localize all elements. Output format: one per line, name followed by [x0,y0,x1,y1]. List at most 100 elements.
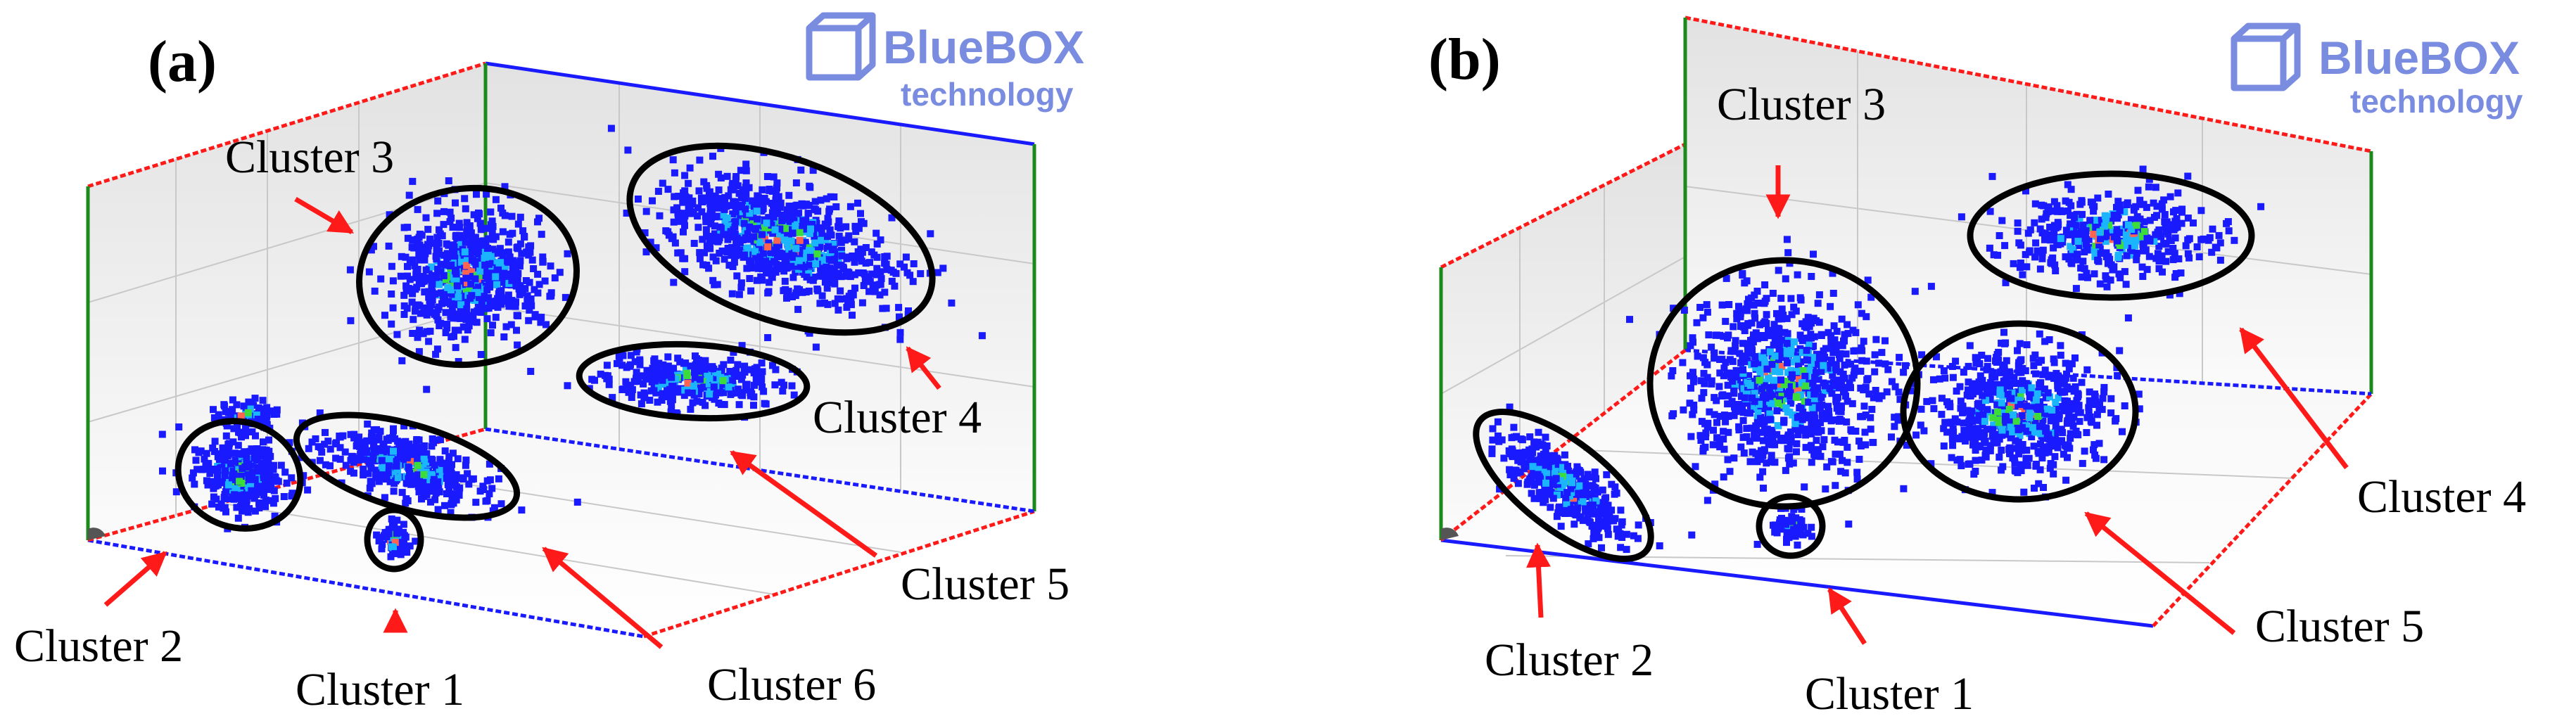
density-point [1827,302,1834,310]
density-point [444,474,452,482]
density-point [721,205,728,213]
density-point [2059,429,2067,436]
density-point [857,210,864,217]
density-point [412,307,419,315]
density-point [435,303,443,311]
density-point [747,257,755,265]
density-point [400,422,408,430]
density-point [888,277,896,285]
density-point [809,167,817,174]
density-point [253,467,261,475]
density-point [1731,347,1739,355]
density-point [357,451,364,459]
density-point [1820,436,1828,444]
density-point [1860,338,1867,345]
density-point [1836,368,1844,376]
density-point [1779,347,1787,355]
density-point [1779,312,1787,319]
density-point [1708,343,1715,351]
density-point [1739,269,1746,277]
density-point [1842,350,1850,358]
density-point [2057,235,2064,243]
density-point [823,263,830,271]
panel-a-letter: (a) [148,29,217,94]
density-point [1770,341,1777,349]
density-point [2053,202,2061,210]
density-point [764,243,772,250]
density-point [246,464,253,471]
density-point [751,198,759,205]
density-point [1855,456,1863,463]
density-point [1848,400,1856,407]
density-point [1823,463,1831,471]
density-point [1895,413,1903,421]
density-point [474,215,481,222]
density-point [771,381,779,389]
density-point [1793,368,1801,375]
density-point [215,411,222,419]
density-point [1777,525,1784,533]
density-point [2184,172,2192,180]
density-point [1974,433,1981,441]
density-point [500,267,508,275]
density-point [2136,215,2144,223]
density-point [1765,326,1772,334]
density-point [2106,236,2114,243]
density-point [693,397,701,405]
density-point [866,259,873,267]
density-point [847,290,855,298]
density-point [694,357,702,364]
density-point [1724,334,1731,342]
density-point [1756,473,1764,481]
density-point [1838,315,1846,323]
density-point [1810,343,1817,350]
density-point [1496,485,1504,493]
density-point [2080,236,2088,243]
density-point [1737,359,1745,366]
density-point [1773,529,1781,537]
density-point [682,364,690,371]
density-point [823,195,830,203]
density-point [2030,442,2038,450]
density-point [400,224,408,231]
density-point [1870,439,1877,446]
density-point [655,359,663,367]
density-point [1857,367,1865,375]
density-point [1699,314,1707,321]
density-point [2124,314,2132,321]
density-point [1790,338,1798,346]
density-point [369,438,377,446]
density-point [440,207,448,215]
density-point [1713,419,1720,426]
density-point [2060,380,2068,387]
density-point [500,333,508,340]
density-point [796,229,804,236]
panel-b-point-clouds [1488,165,2265,564]
density-point [556,269,564,276]
density-point [675,193,683,200]
density-point [398,253,405,260]
density-point [1863,376,1871,383]
density-point [474,247,482,255]
density-point [2060,375,2067,383]
density-point [391,550,399,558]
density-point [1811,400,1819,408]
density-point [2076,215,2083,222]
density-point [1726,369,1733,377]
density-point [231,494,239,502]
density-point [227,460,234,468]
density-point [1965,378,1972,386]
density-point [1711,355,1718,362]
density-point [2142,246,2150,254]
density-point [251,395,259,402]
density-point [804,210,812,217]
density-point [1940,442,1948,450]
density-point [418,495,425,503]
density-point [531,286,538,293]
density-point [1715,383,1723,390]
density-point [2101,222,2109,230]
density-point [1746,458,1754,466]
density-point [1994,251,2002,259]
density-point [426,274,433,281]
density-point [1895,388,1903,396]
